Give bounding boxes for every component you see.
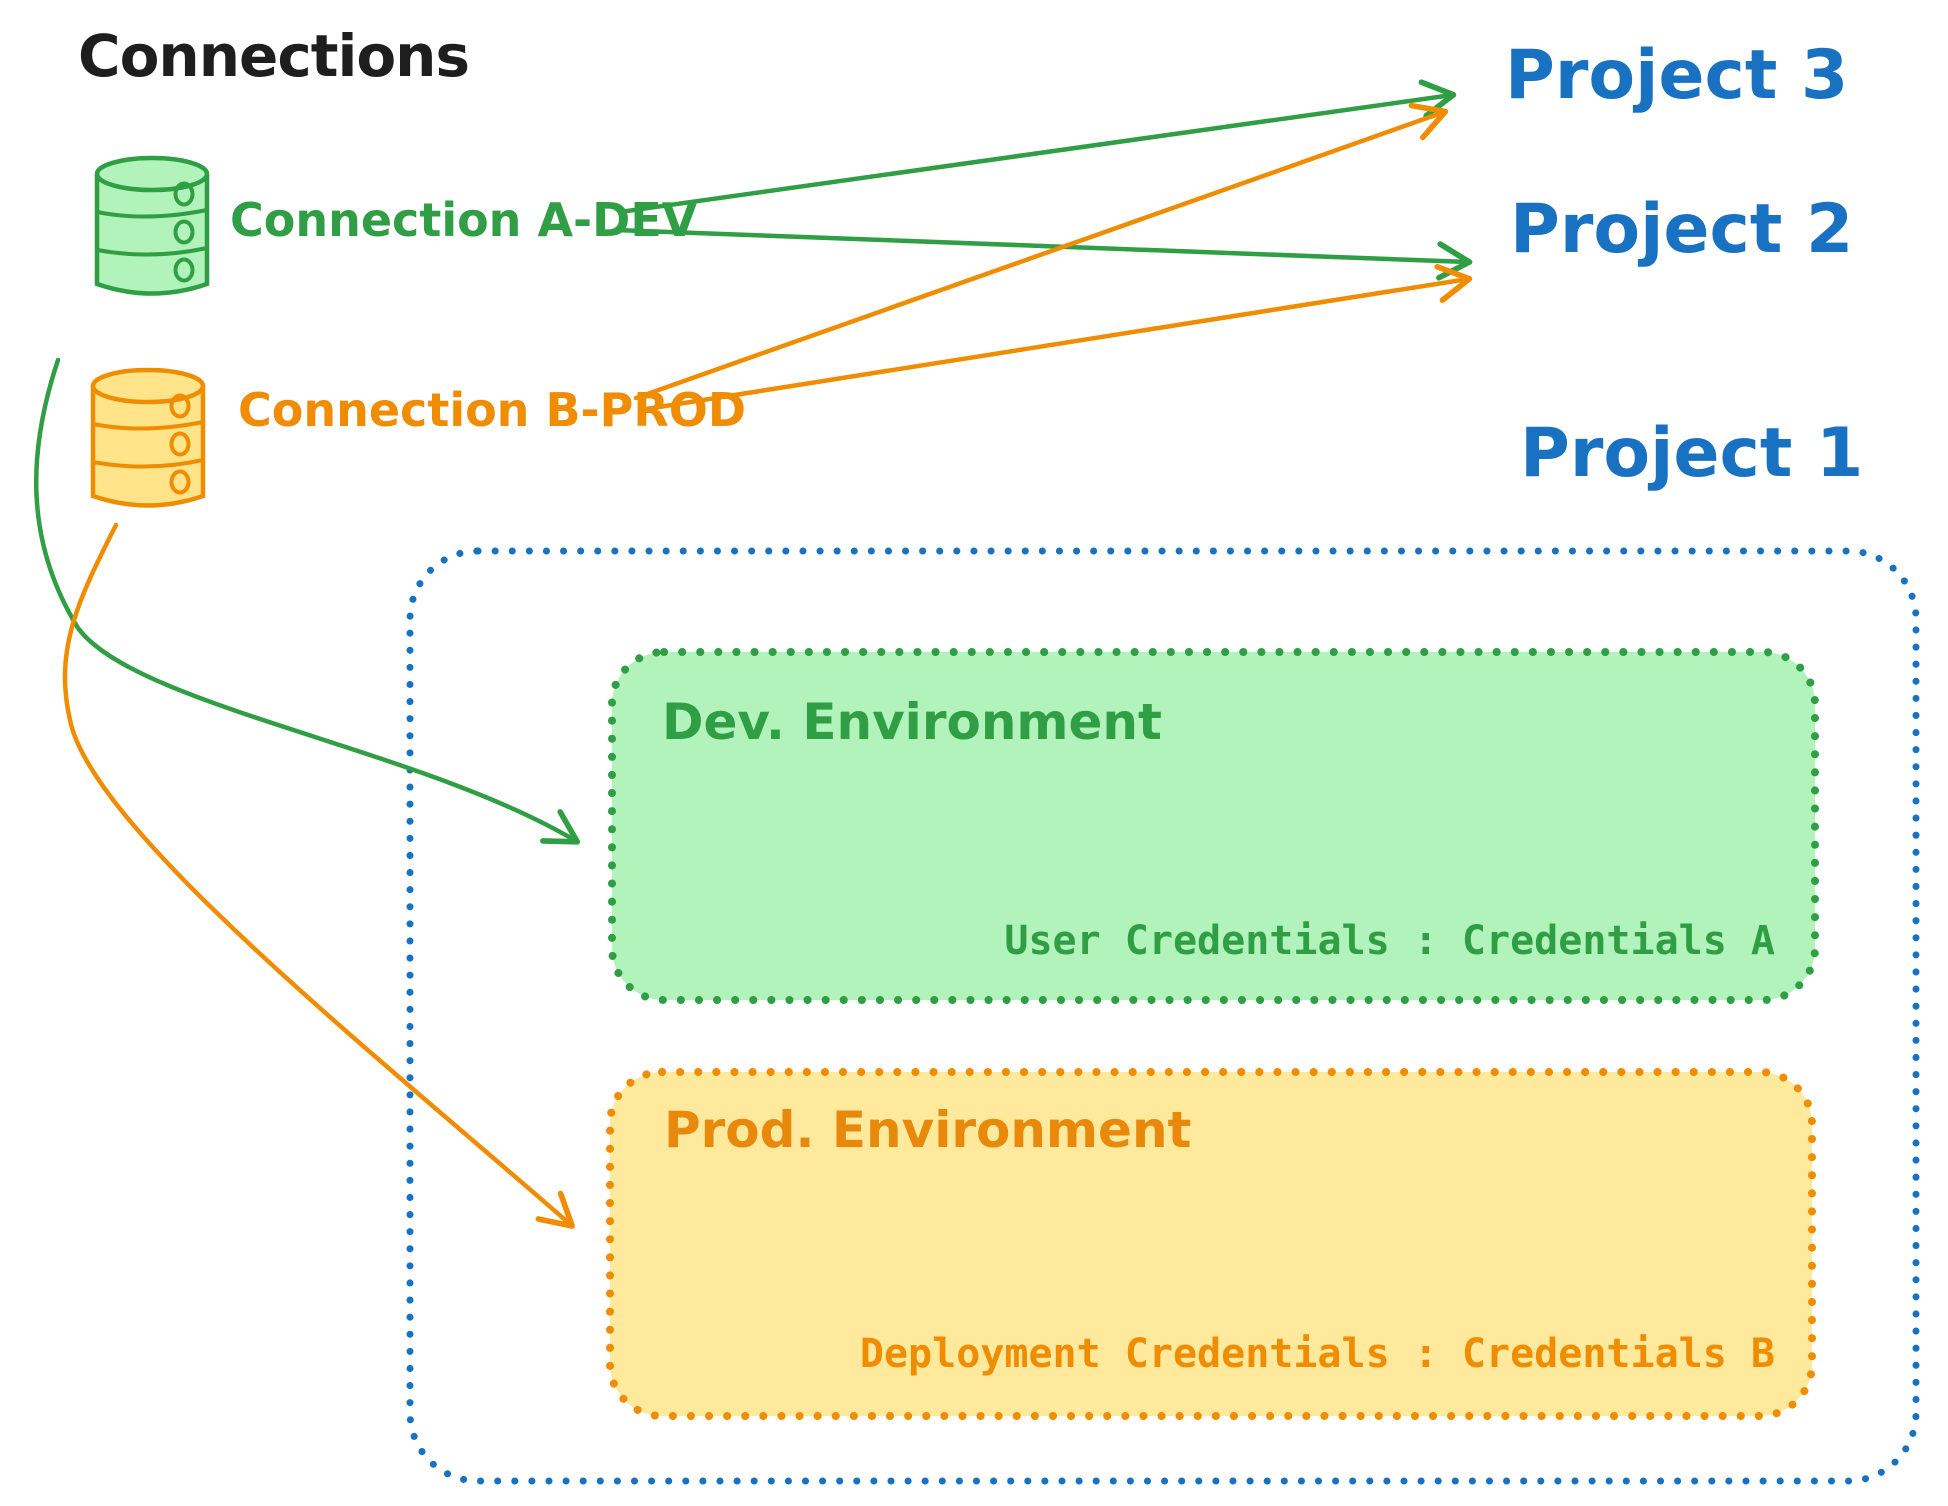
arrow-b-prod-to-project-3	[633, 102, 1449, 401]
connection-a-dev-label: Connection A-DEV	[230, 193, 698, 247]
project-1-container-box	[406, 547, 1920, 1485]
connection-b-prod-label: Connection B-PROD	[238, 383, 747, 437]
database-icon	[90, 367, 206, 508]
dev-environment-box	[608, 648, 1819, 1004]
prod-environment-title: Prod. Environment	[664, 1101, 1192, 1159]
database-icon	[94, 155, 210, 296]
project-2-label: Project 2	[1510, 190, 1854, 269]
project-3-label: Project 3	[1505, 36, 1849, 115]
prod-environment-box	[606, 1068, 1816, 1420]
connections-title: Connections	[78, 22, 470, 90]
dev-environment-credentials: User Credentials : Credentials A	[1004, 918, 1775, 964]
arrow-a-dev-to-dev-environment	[34, 357, 581, 845]
dev-environment-title: Dev. Environment	[662, 693, 1162, 751]
project-1-label: Project 1	[1520, 414, 1864, 493]
arrow-b-prod-to-prod-environment	[62, 522, 575, 1229]
prod-environment-credentials: Deployment Credentials : Credentials B	[859, 1331, 1775, 1377]
arrow-a-dev-to-project-3	[617, 79, 1457, 215]
arrow-b-prod-to-project-2	[637, 263, 1473, 413]
arrow-a-dev-to-project-2	[613, 227, 1473, 281]
